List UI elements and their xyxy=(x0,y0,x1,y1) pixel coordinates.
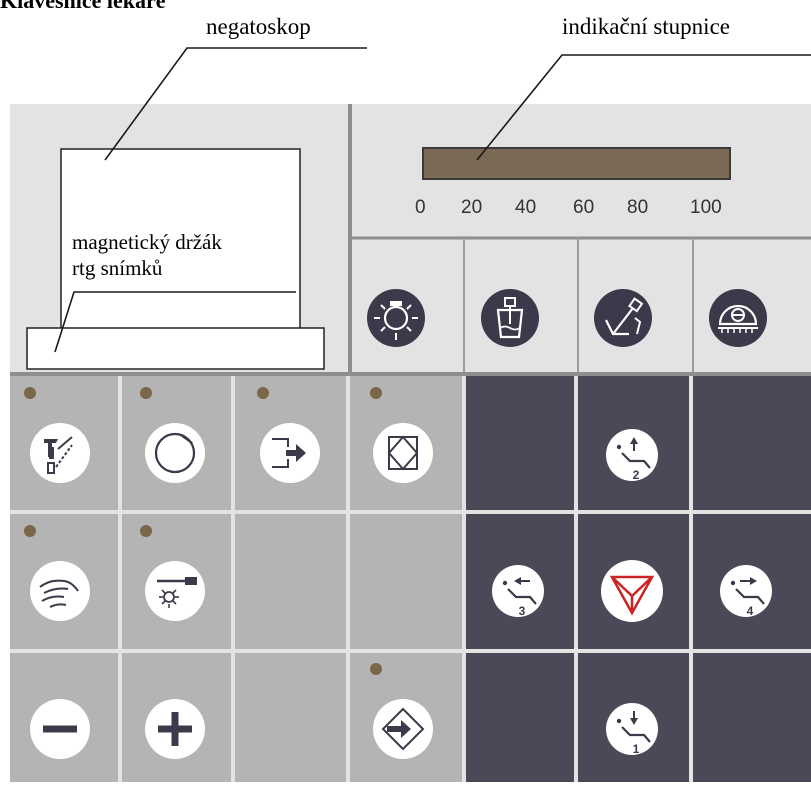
chair-right-label: 4 xyxy=(747,604,754,618)
scale-tick: 40 xyxy=(515,197,537,218)
scale-tick: 20 xyxy=(461,197,483,218)
operating-light-icon xyxy=(145,561,205,621)
enter-arrow-icon xyxy=(373,699,433,759)
magnetic-holder-bar xyxy=(26,327,325,370)
exit-arrow-icon xyxy=(260,423,320,483)
indicator-led xyxy=(370,387,382,399)
magnetic-holder-label-line1: magnetický držák xyxy=(72,230,222,254)
scale-tick: 100 xyxy=(690,197,722,218)
diamond-square-icon xyxy=(373,423,433,483)
indicator-scale-bar xyxy=(422,147,731,180)
negatoscope-screen xyxy=(60,148,301,333)
scale-tick: 60 xyxy=(573,197,595,218)
scale-ticks: 0 20 40 60 80 100 xyxy=(410,197,750,223)
hand-icon xyxy=(30,561,90,621)
indicator-led xyxy=(370,663,382,675)
emergency-stop-button[interactable] xyxy=(601,560,663,622)
scale-leader xyxy=(476,54,811,161)
chair-down-label: 1 xyxy=(633,742,640,756)
negatoscope-leader xyxy=(104,47,367,161)
indicator-leds xyxy=(24,387,382,675)
chair-lamp-icon xyxy=(594,289,652,347)
instrument-arm-icon xyxy=(30,423,90,483)
magnetic-holder-label-line2: rtg snímků xyxy=(72,256,163,280)
chair-left-label: 3 xyxy=(519,604,526,618)
doctor-keyboard-panel: 2 3 xyxy=(10,104,811,782)
plus-icon xyxy=(145,699,205,759)
indicator-led xyxy=(257,387,269,399)
chair-up-button[interactable]: 2 xyxy=(606,429,658,482)
scale-tick: 80 xyxy=(627,197,649,218)
indicator-led xyxy=(140,387,152,399)
indicator-led xyxy=(24,525,36,537)
negatoscope-label: negatoskop xyxy=(206,14,311,39)
keyboard-drawing: 2 3 xyxy=(10,104,811,782)
scale-tick: 0 xyxy=(415,197,426,218)
circle-icon xyxy=(145,423,205,483)
indicator-scale-label: indikační stupnice xyxy=(562,14,730,39)
minus-icon xyxy=(30,699,90,759)
chair-left-button[interactable]: 3 xyxy=(492,565,544,618)
holder-leader xyxy=(54,291,296,353)
indicator-led xyxy=(24,387,36,399)
page-title: Klávesnice lékaře xyxy=(0,0,166,13)
negatoscope-light-icon xyxy=(367,289,425,347)
indicator-led xyxy=(140,525,152,537)
instrument-tray-heater-icon xyxy=(709,289,767,347)
chair-right-button[interactable]: 4 xyxy=(720,565,772,618)
spittoon-cup-icon xyxy=(481,289,539,347)
chair-down-button[interactable]: 1 xyxy=(606,703,658,756)
chair-up-label: 2 xyxy=(633,468,640,482)
